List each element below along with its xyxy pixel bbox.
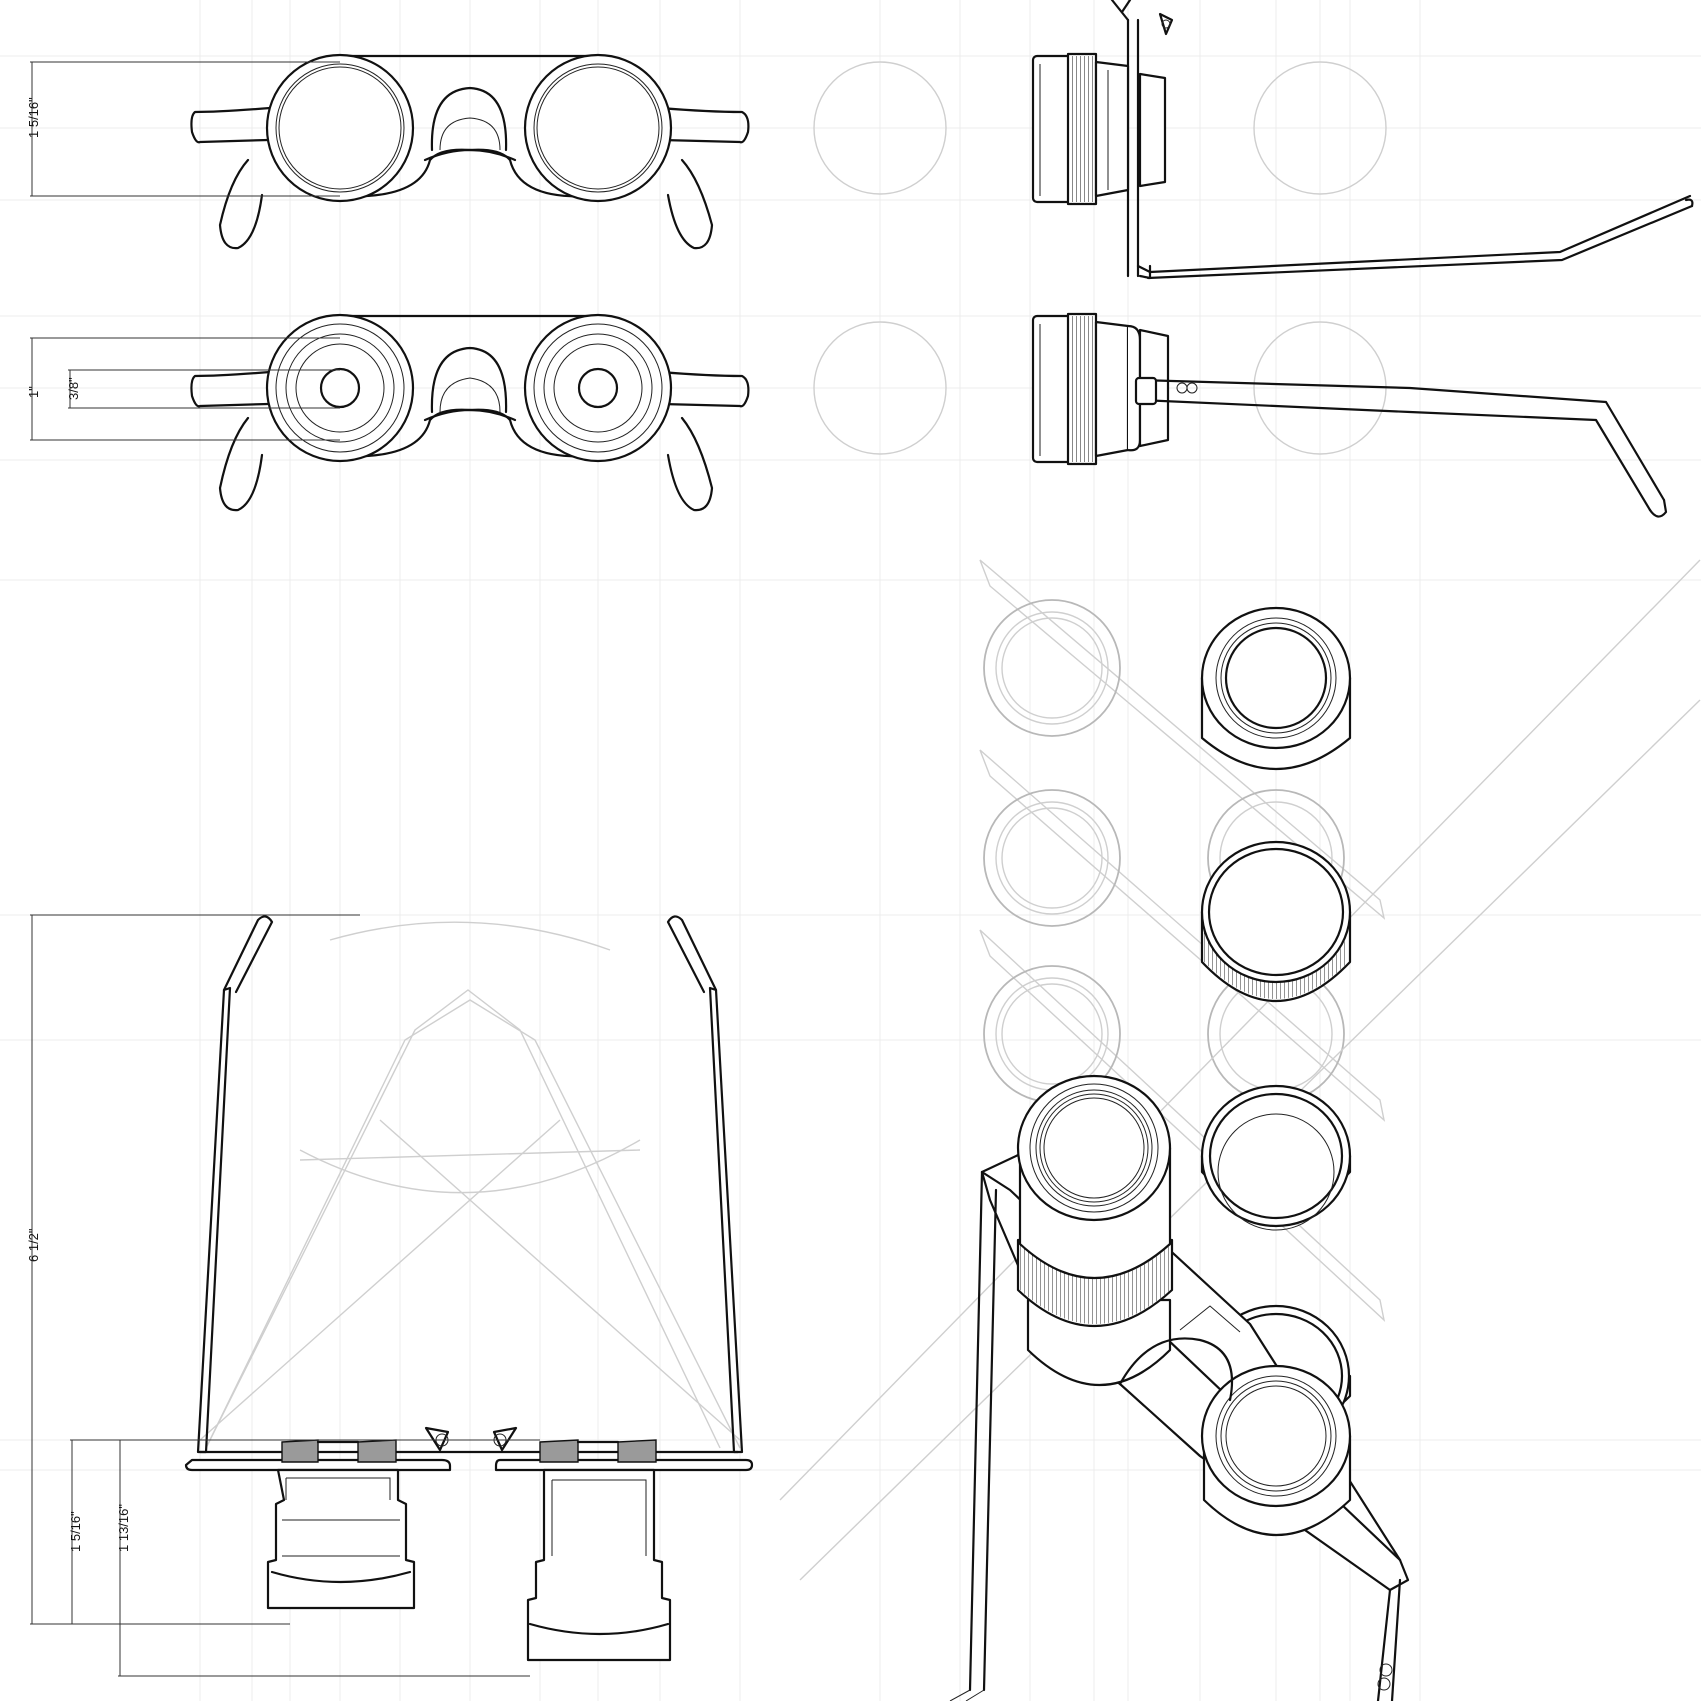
front-view-eyepiece bbox=[190, 313, 750, 512]
dimension-label-1: 1" bbox=[26, 386, 41, 398]
dimension-height-front-top: 1 5/16" bbox=[26, 61, 340, 197]
lens-retainer-ring bbox=[1200, 1084, 1352, 1231]
dimension-housing-top-plan: 1 5/16" 1 13/16" bbox=[68, 1439, 540, 1677]
dimension-height-front-eyepiece: 1" 3/8" bbox=[26, 337, 340, 441]
dimension-label-1-13-16-plan: 1 13/16" bbox=[116, 1504, 131, 1552]
front-view-top bbox=[190, 53, 750, 250]
eyepiece-cap bbox=[1200, 606, 1352, 771]
dimension-label-1-5-16: 1 5/16" bbox=[26, 97, 41, 138]
knurled-focus-ring bbox=[1200, 840, 1352, 1003]
exploded-isometric-view bbox=[779, 559, 1701, 1701]
top-plan-view bbox=[184, 915, 754, 1662]
side-view-folded bbox=[813, 0, 1694, 280]
dimension-label-6-1-2: 6 1/2" bbox=[26, 1228, 41, 1262]
side-view-unfolded bbox=[813, 312, 1668, 518]
eyepiece-barrel-left bbox=[1016, 1074, 1174, 1387]
dimension-label-1-5-16-plan: 1 5/16" bbox=[68, 1511, 83, 1552]
eyepiece-barrel-right bbox=[1200, 1364, 1352, 1537]
dimension-label-3-8: 3/8" bbox=[66, 377, 81, 400]
